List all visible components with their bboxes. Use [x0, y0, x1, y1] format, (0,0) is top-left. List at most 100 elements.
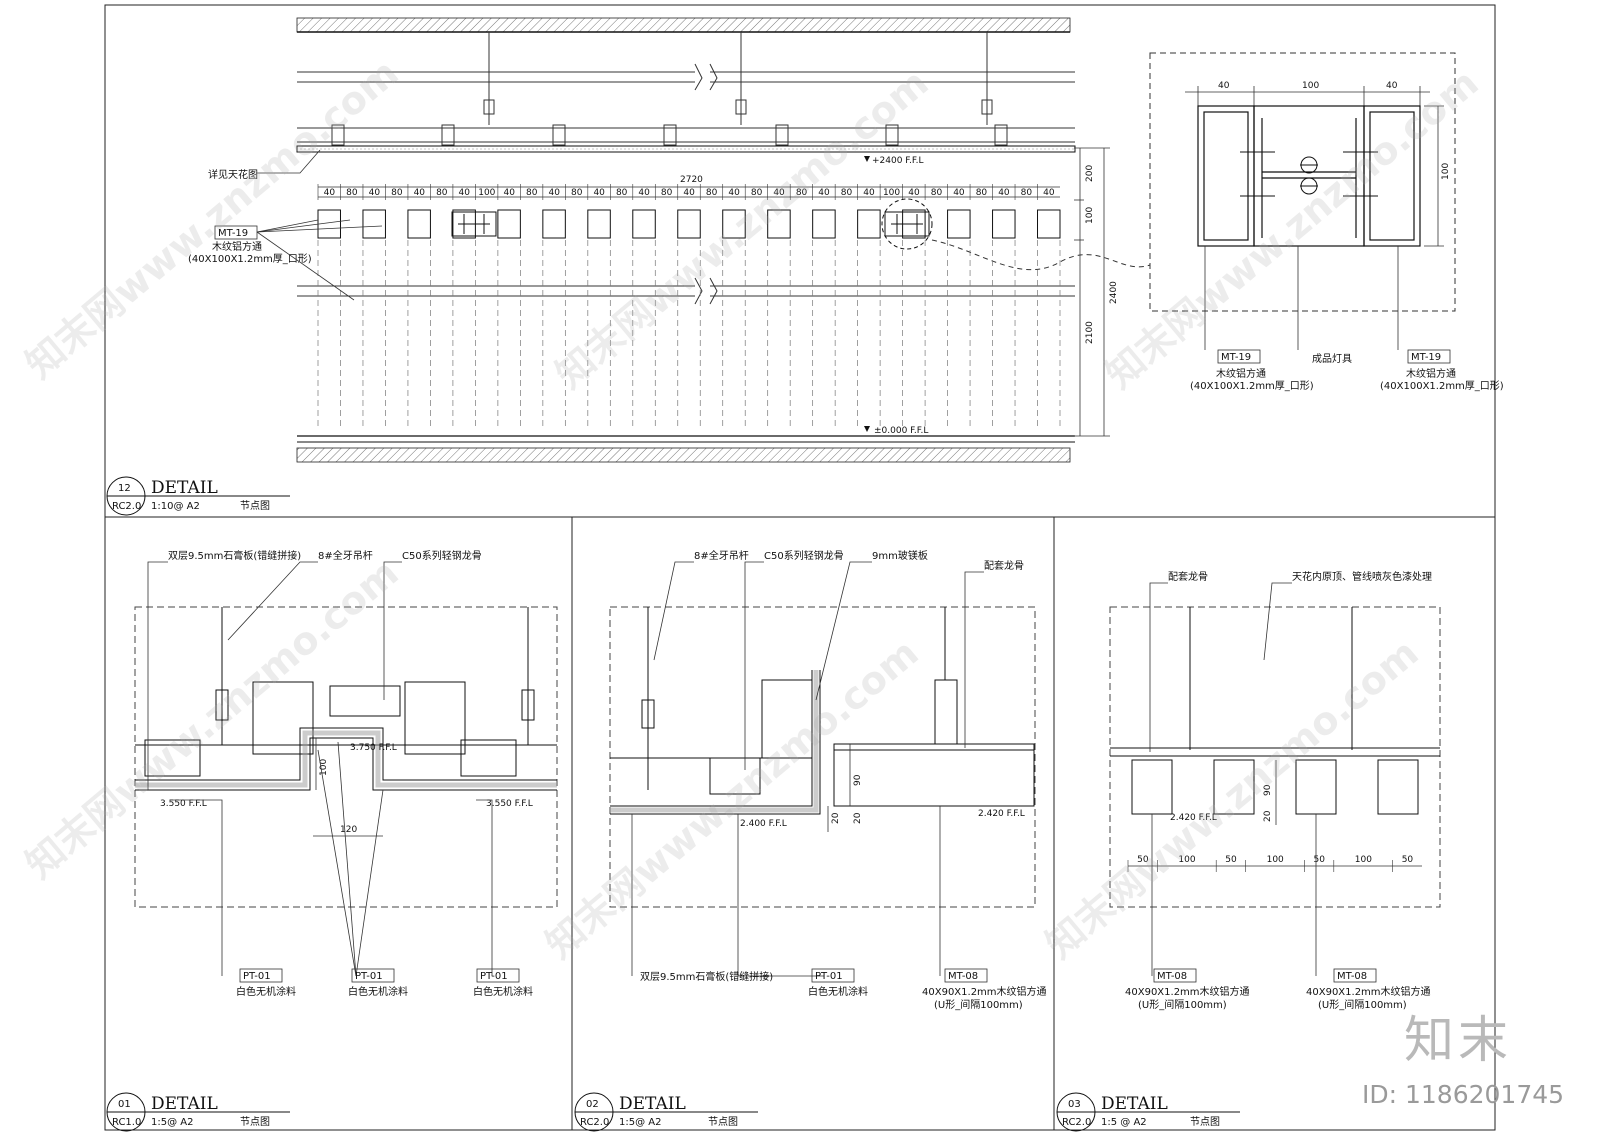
inset-dim-right: 100 — [1441, 163, 1451, 180]
d03-dim-label: 50 — [1225, 855, 1237, 865]
d02-tag-1: PT-01 — [815, 971, 843, 982]
detail-03-title: DETAIL — [1101, 1094, 1168, 1114]
spacing-dim-label: 40 — [818, 188, 830, 198]
d02-top-0: 8#全牙吊杆 — [694, 549, 749, 562]
spacing-dim-label: 80 — [346, 188, 358, 198]
d03-bot-1b: (U形_间隔100mm) — [1318, 998, 1407, 1011]
d02-tag-2: MT-08 — [948, 971, 978, 982]
light-fixtures — [451, 198, 933, 250]
aluminum-slat — [632, 209, 656, 239]
d03-top-1: 天花内原顶、管线喷灰色漆处理 — [1292, 570, 1432, 583]
slab-floor — [296, 447, 1071, 463]
d03-dim-label: 100 — [1178, 855, 1195, 865]
spacing-dim-label: 80 — [751, 188, 763, 198]
d02-level-1: 2.420 F.F.L — [978, 809, 1025, 819]
spacing-dim-label: 40 — [728, 188, 740, 198]
aluminum-slat — [407, 209, 431, 239]
detail-inset: 40 100 40 100 — [1149, 52, 1504, 392]
d02-dim-20b: 20 — [853, 812, 863, 824]
d03-top-0: 配套龙骨 — [1168, 570, 1208, 583]
aluminum-slat — [812, 209, 836, 239]
inset-label-2b: (40X100X1.2mm厚_口形) — [1380, 380, 1504, 392]
dim-overall: 2720 — [680, 175, 703, 185]
aluminum-slat — [1037, 209, 1061, 239]
d01-tag-0: PT-01 — [243, 971, 271, 982]
d03-dim-90: 90 — [1263, 784, 1273, 796]
detail-02-name: 节点图 — [708, 1116, 738, 1128]
d03-tag-0: MT-08 — [1157, 971, 1187, 982]
d03-bot-1: 40X90X1.2mm木纹铝方通 — [1306, 985, 1431, 998]
d03-dim-label: 50 — [1137, 855, 1149, 865]
label-mt19-spec: (40X100X1.2mm厚_口形) — [188, 253, 312, 265]
label-mt19-name: 木纹铝方通 — [212, 240, 262, 253]
spacing-dim-label: 80 — [1021, 188, 1033, 198]
d02-level-0: 2.400 F.F.L — [740, 819, 787, 829]
detail-12-name: 节点图 — [240, 500, 270, 512]
d03-level: 2.420 F.F.L — [1170, 813, 1217, 823]
spacing-dim-label: 40 — [504, 188, 516, 198]
detail-02-number: 02 — [586, 1099, 599, 1110]
d02-bot-2b: (U形_间隔100mm) — [934, 998, 1023, 1011]
spacing-dim-label: 40 — [863, 188, 875, 198]
inset-dim-1: 100 — [1302, 81, 1319, 91]
spacing-dim-label: 40 — [998, 188, 1010, 198]
d01-bot-1: 白色无机涂料 — [348, 985, 408, 998]
aluminum-slat — [362, 209, 386, 239]
spacing-dim-label: 40 — [459, 188, 471, 198]
watermark-text: 知末网www.znzmo.com — [1038, 630, 1427, 966]
detail-02-title: DETAIL — [619, 1094, 686, 1114]
spacing-dim-label: 80 — [706, 188, 718, 198]
spacing-dim-label: 40 — [908, 188, 920, 198]
aluminum-slat — [947, 209, 971, 239]
d02-bot-1: 白色无机涂料 — [808, 985, 868, 998]
detail-01-frame — [134, 606, 558, 908]
sheet-frame — [104, 4, 1496, 1131]
watermark-text: 知末网www.znzmo.com — [18, 50, 407, 386]
detail-02-scale: 1:5@ A2 — [619, 1117, 661, 1128]
detail-03-number: 03 — [1068, 1099, 1081, 1110]
tag-mt19-box — [214, 225, 258, 240]
d01-dim-120: 120 — [340, 825, 357, 835]
d01-bot-2: 白色无机涂料 — [473, 985, 533, 998]
spacing-dim-label: 40 — [953, 188, 965, 198]
spacing-dim-label: 80 — [931, 188, 943, 198]
spacing-dim-label: 80 — [436, 188, 448, 198]
watermark-text: 知末网www.znzmo.com — [538, 630, 927, 966]
brand-logo: 知末 — [1404, 1011, 1512, 1069]
inset-tag-2: MT-19 — [1411, 352, 1441, 363]
dim-200: 200 — [1085, 165, 1095, 182]
inset-dim-2: 40 — [1386, 81, 1398, 91]
spacing-dim-label: 40 — [593, 188, 605, 198]
dim-2400: 2400 — [1109, 281, 1119, 304]
detail-01-number: 01 — [118, 1099, 131, 1110]
detail-03-scale: 1:5 @ A2 — [1101, 1117, 1147, 1128]
d02-top-3: 配套龙骨 — [984, 559, 1024, 572]
d01-level-0: 3.550 F.F.L — [160, 799, 207, 809]
inset-label-0a: 木纹铝方通 — [1216, 367, 1266, 380]
spacing-dim-label: 40 — [683, 188, 695, 198]
d03-dim-label: 100 — [1355, 855, 1372, 865]
aluminum-slat — [542, 209, 566, 239]
d02-bot-0: 双层9.5mm石膏板(错缝拼接) — [640, 970, 773, 983]
drawing-id: ID: 1186201745 — [1362, 1080, 1565, 1109]
d03-dim-label: 50 — [1314, 855, 1326, 865]
d03-bot-0b: (U形_间隔100mm) — [1138, 998, 1227, 1011]
spacing-dim-label: 40 — [638, 188, 650, 198]
ceiling-board — [296, 145, 1076, 153]
detail-12-sheet: RC2.0 — [112, 501, 141, 512]
spacing-dim-label: 80 — [526, 188, 538, 198]
slab-top — [296, 17, 1071, 33]
spacing-dim-label: 40 — [548, 188, 560, 198]
detail-12-scale: 1:10@ A2 — [151, 501, 200, 512]
spacing-dim-label: 40 — [414, 188, 426, 198]
d03-dim-label: 50 — [1402, 855, 1414, 865]
d01-level-1: 3.750 F.F.L — [350, 743, 397, 753]
spacing-dim-label: 100 — [478, 188, 495, 198]
d02-dim-20a: 20 — [831, 812, 841, 824]
spacing-dim-label: 100 — [883, 188, 900, 198]
fixture-bolts — [1240, 151, 1378, 197]
